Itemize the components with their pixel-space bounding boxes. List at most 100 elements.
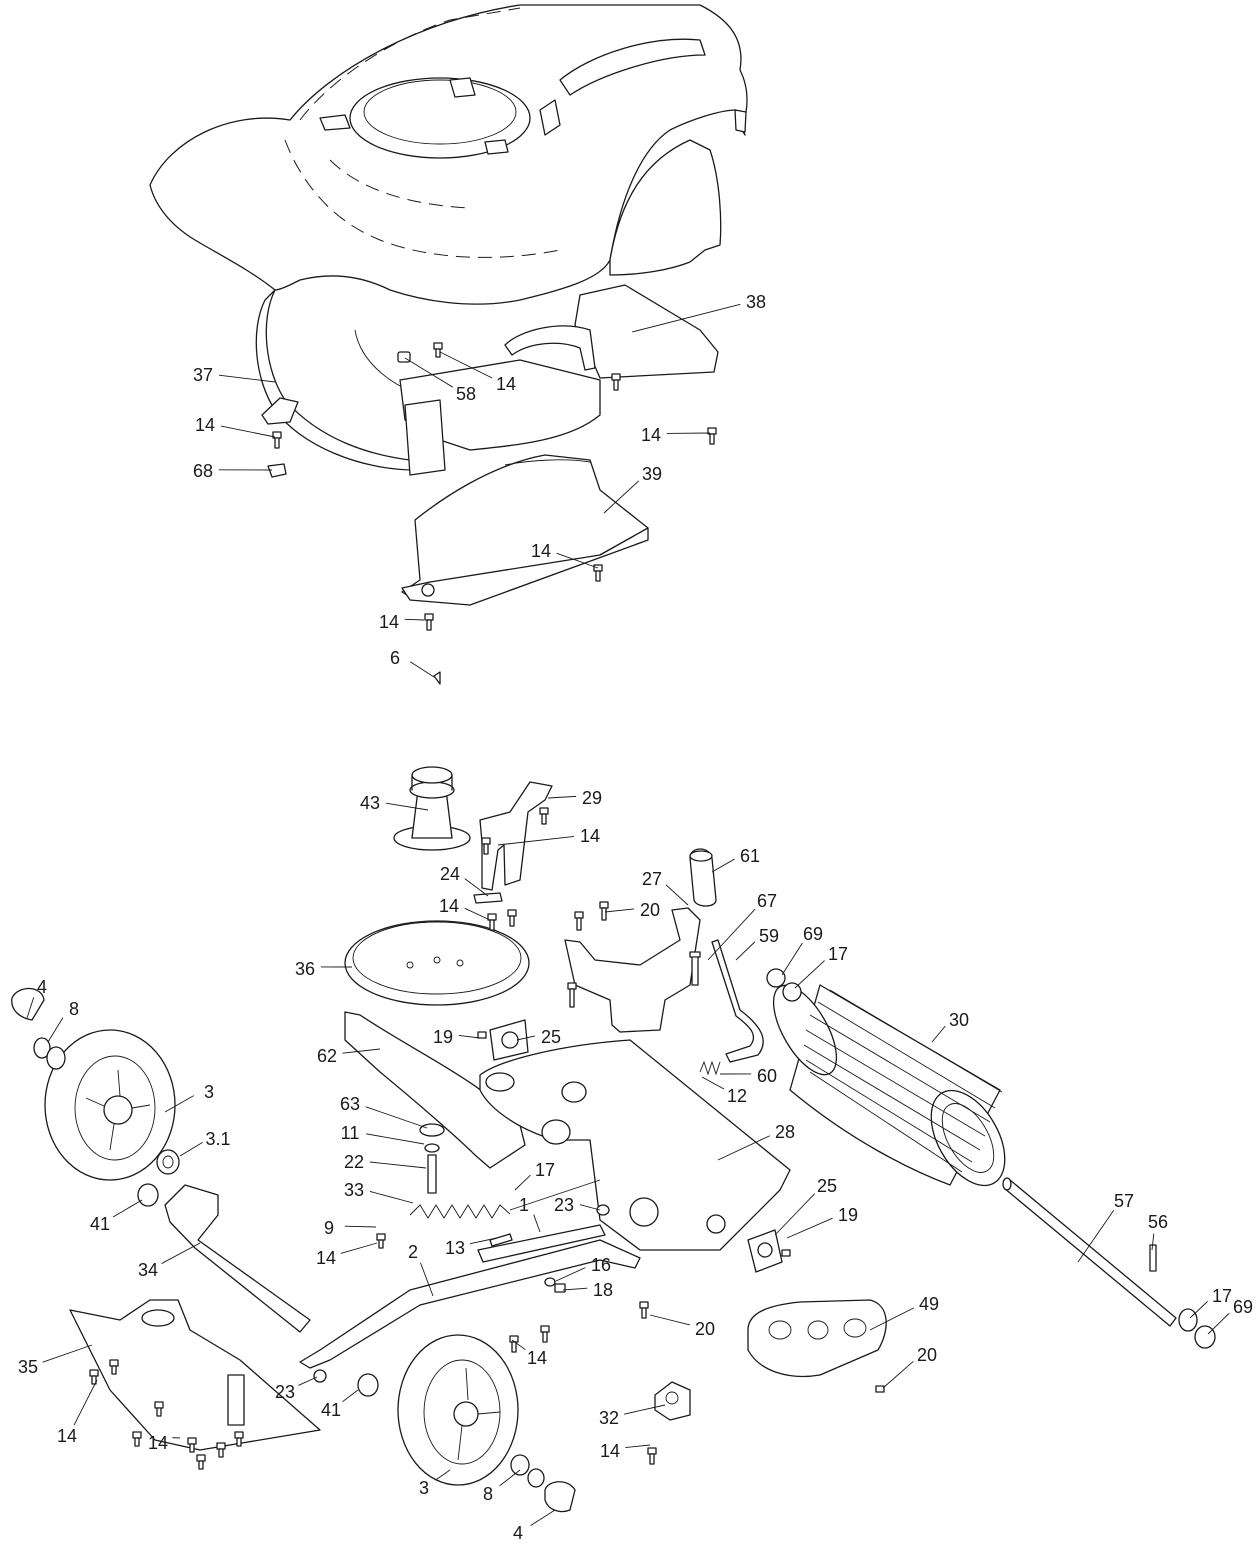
hood-handle bbox=[559, 38, 706, 96]
leader-c2 bbox=[420, 1262, 434, 1297]
washer-3-1 bbox=[156, 1149, 180, 1175]
callout-label-c4b: 4 bbox=[513, 1523, 523, 1543]
washer-16 bbox=[544, 1277, 556, 1287]
callout-label-c60: 60 bbox=[757, 1066, 777, 1086]
callout-label-c41b: 41 bbox=[321, 1400, 341, 1420]
hood-label-plate bbox=[539, 99, 561, 136]
callout-label-c68: 68 bbox=[193, 461, 213, 481]
hubcap-4-right bbox=[544, 1481, 576, 1513]
leader-c38 bbox=[631, 303, 741, 333]
screw-14-f bbox=[433, 342, 443, 358]
callout-label-c35: 35 bbox=[18, 1357, 38, 1377]
motor-mount-43 bbox=[393, 766, 471, 851]
leader-c67 bbox=[707, 908, 756, 961]
spindle-22 bbox=[419, 1123, 445, 1194]
callout-label-c20c: 20 bbox=[917, 1345, 937, 1365]
leader-c29 bbox=[547, 795, 577, 799]
deck-center-panel bbox=[399, 359, 601, 451]
screw-14-u bbox=[234, 1431, 244, 1447]
pulley-36 bbox=[344, 920, 530, 1006]
callout-label-c27: 27 bbox=[642, 869, 662, 889]
housing-27 bbox=[564, 907, 701, 1033]
callout-label-c14a: 14 bbox=[496, 374, 516, 394]
callout-label-c14h: 14 bbox=[316, 1248, 336, 1268]
callout-label-c14i: 14 bbox=[527, 1348, 547, 1368]
screw-14-k bbox=[376, 1233, 386, 1249]
hood-rear-fin bbox=[734, 109, 747, 133]
callout-label-c14c: 14 bbox=[641, 425, 661, 445]
bolt-67 bbox=[689, 951, 701, 986]
leader-c30 bbox=[931, 1025, 946, 1043]
bearing-8-right bbox=[510, 1454, 545, 1488]
leader-c28 bbox=[717, 1135, 770, 1161]
callout-label-c59: 59 bbox=[759, 926, 779, 946]
leader-c9 bbox=[344, 1225, 377, 1228]
leader-c17a bbox=[794, 960, 825, 989]
bearing-32 bbox=[654, 1381, 691, 1421]
rear-chute-bracket bbox=[504, 325, 596, 371]
callout-label-c23a: 23 bbox=[554, 1195, 574, 1215]
bearing-25-right bbox=[747, 1229, 783, 1273]
leader-c33 bbox=[369, 1190, 414, 1204]
callout-label-c49: 49 bbox=[919, 1294, 939, 1314]
callout-label-c19a: 19 bbox=[433, 1027, 453, 1047]
screw-14-q bbox=[154, 1401, 164, 1417]
callout-label-c28: 28 bbox=[775, 1122, 795, 1142]
hood-center-ring bbox=[363, 79, 517, 145]
leader-c23b bbox=[298, 1376, 318, 1386]
callout-label-c12: 12 bbox=[727, 1086, 747, 1106]
callout-label-c16: 16 bbox=[591, 1255, 611, 1275]
spring-60 bbox=[699, 1060, 721, 1076]
callout-label-c56: 56 bbox=[1148, 1212, 1168, 1232]
leader-c4a bbox=[26, 997, 35, 1019]
screw-14-i bbox=[539, 807, 549, 825]
leader-c14i bbox=[511, 1339, 526, 1351]
callout-label-c14b: 14 bbox=[195, 415, 215, 435]
nut-18 bbox=[554, 1283, 566, 1293]
screw-14-j bbox=[481, 837, 491, 855]
callout-label-c23b: 23 bbox=[275, 1382, 295, 1402]
screw-14-a bbox=[272, 431, 282, 449]
callout-label-c61: 61 bbox=[740, 846, 760, 866]
leader-c25b bbox=[774, 1193, 815, 1236]
screw-14-s bbox=[187, 1437, 197, 1453]
leader-c35 bbox=[42, 1344, 93, 1363]
callout-label-c4a: 4 bbox=[37, 977, 47, 997]
leader-c1 bbox=[533, 1214, 541, 1233]
screw-14-v bbox=[196, 1454, 206, 1470]
leader-c14e bbox=[404, 618, 425, 621]
front-guard bbox=[404, 399, 446, 476]
screw-13 bbox=[489, 1233, 513, 1247]
screw-14-p bbox=[109, 1359, 119, 1375]
leader-c20a bbox=[604, 908, 635, 913]
bearing-25-top bbox=[489, 1019, 529, 1061]
leader-c17c bbox=[1189, 1301, 1208, 1319]
discharge-bolt-boss bbox=[421, 583, 435, 597]
blade-62 bbox=[344, 1011, 526, 1169]
leader-c61 bbox=[711, 858, 735, 873]
leader-c41b bbox=[342, 1389, 359, 1403]
screw-14-h bbox=[507, 909, 517, 927]
screw-20-c bbox=[567, 982, 577, 1008]
callout-label-c34: 34 bbox=[138, 1260, 158, 1280]
leader-c6 bbox=[409, 661, 435, 678]
callout-label-c14d: 14 bbox=[531, 541, 551, 561]
callout-label-c29: 29 bbox=[582, 788, 602, 808]
callout-label-c14e: 14 bbox=[379, 612, 399, 632]
adjust-knob-61 bbox=[689, 848, 717, 907]
callout-label-c14g: 14 bbox=[439, 896, 459, 916]
callout-label-c19b: 19 bbox=[838, 1205, 858, 1225]
leader-c25a bbox=[516, 1035, 536, 1041]
screw-14-g bbox=[487, 913, 497, 931]
leader-c43 bbox=[385, 802, 429, 811]
hood-tab-bottom bbox=[484, 139, 509, 155]
leader-c41a bbox=[112, 1199, 143, 1218]
callout-label-c36: 36 bbox=[295, 959, 315, 979]
callout-label-c58: 58 bbox=[456, 384, 476, 404]
leader-c27 bbox=[665, 884, 689, 906]
callout-label-c25a: 25 bbox=[541, 1027, 561, 1047]
lower-screws bbox=[89, 807, 885, 1470]
leader-c12 bbox=[701, 1076, 725, 1090]
leader-c8b bbox=[499, 1469, 521, 1487]
screw-14-r bbox=[132, 1431, 142, 1447]
